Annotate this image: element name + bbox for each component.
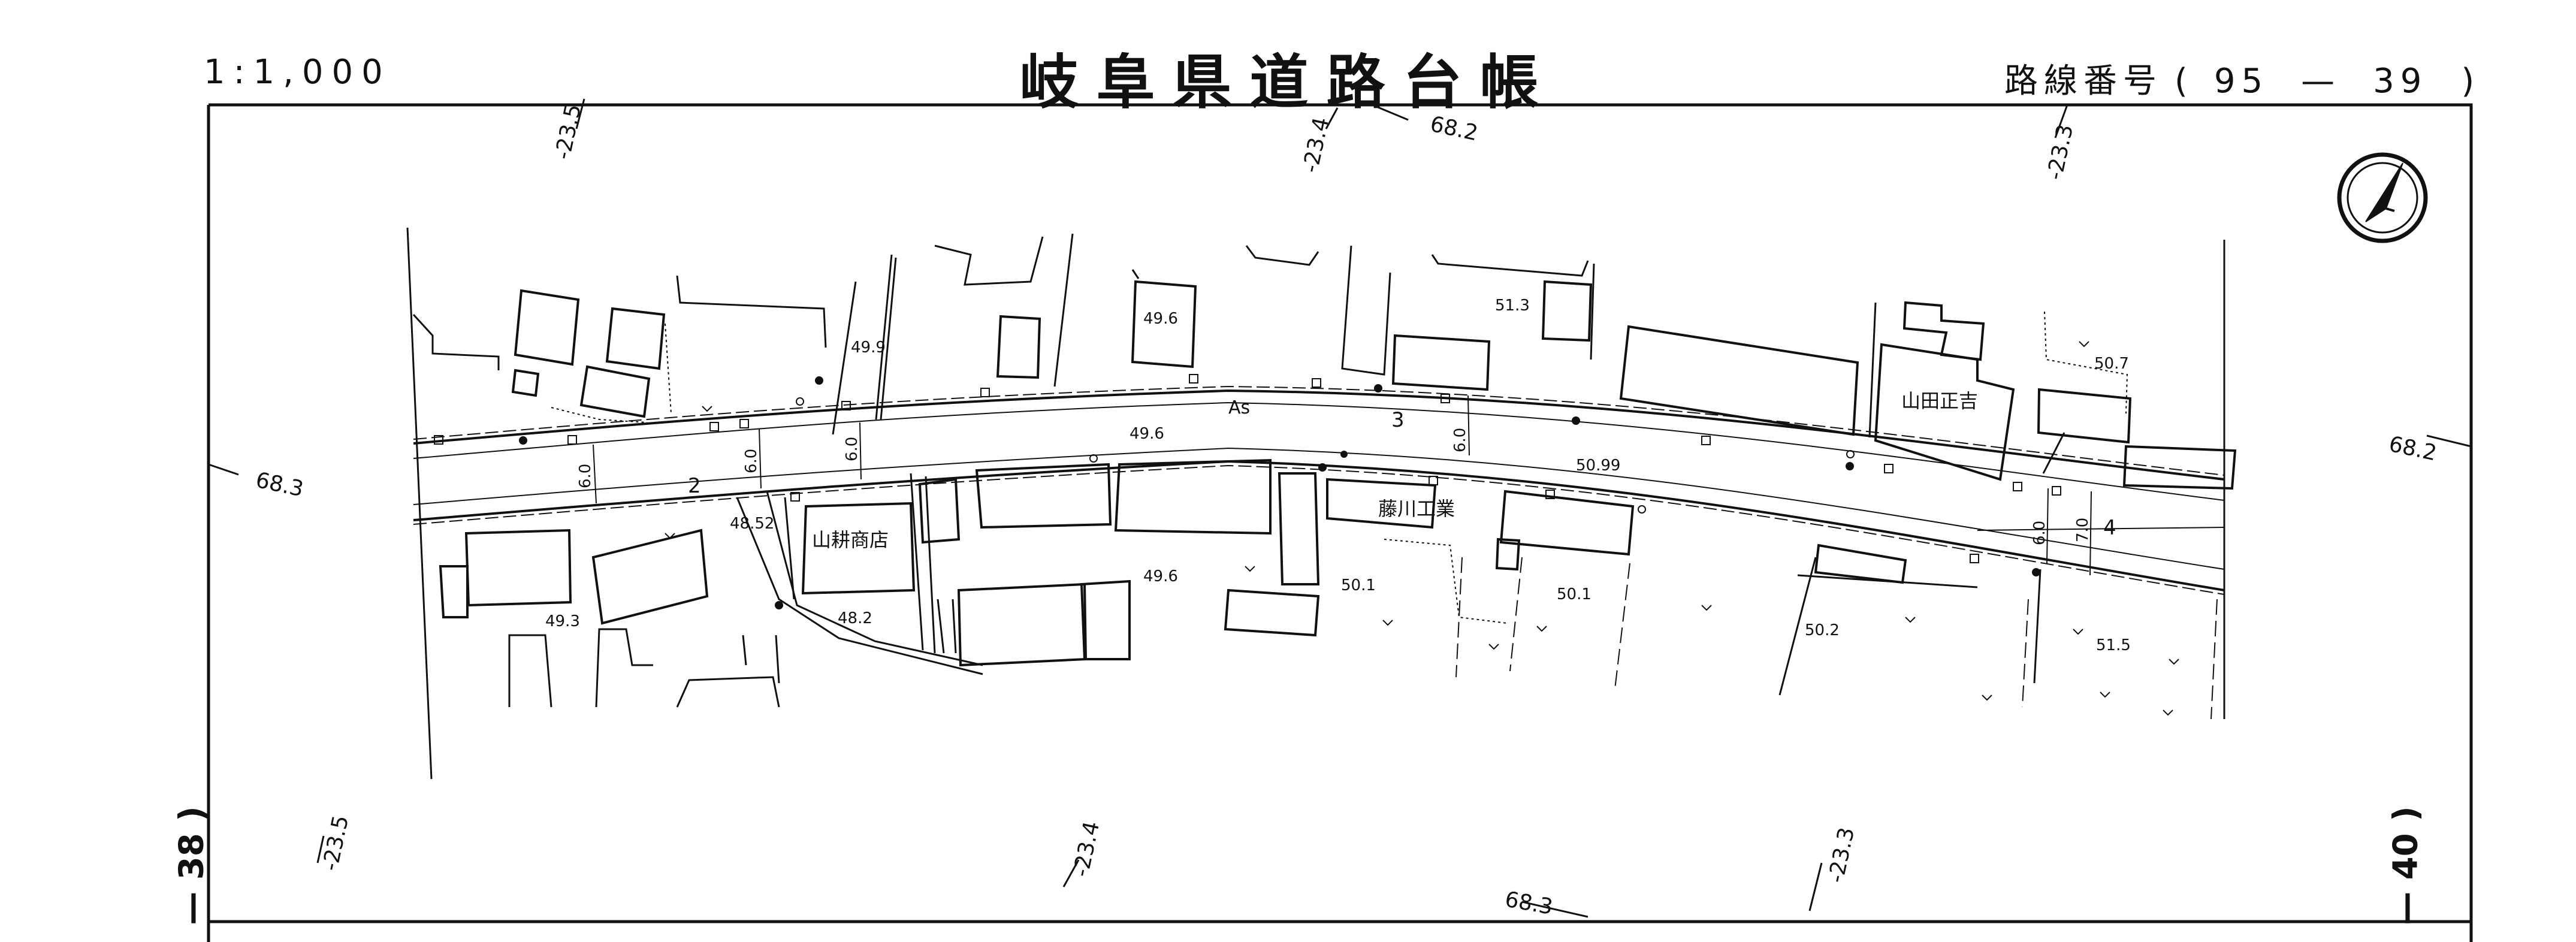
road-edge-north <box>413 389 2225 481</box>
buildings-north <box>511 280 2237 490</box>
building <box>1902 301 1985 361</box>
building <box>801 502 916 595</box>
width-label: 6.0 <box>576 464 594 488</box>
elevation-label: 49.9 <box>851 339 886 357</box>
elevation-label: 48.2 <box>838 609 872 627</box>
grid-label-top-y: 68.2 <box>1428 112 1480 146</box>
building-name-yamako: 山耕商店 <box>812 529 889 551</box>
elevation-label: 48.52 <box>730 515 774 533</box>
elevation-label: 51.5 <box>2096 636 2131 654</box>
elevation-label: 49.6 <box>1143 567 1178 585</box>
grid-label-bottom-y: 68.3 <box>1503 887 1554 919</box>
route-number: 路線番号 (95 — 39) <box>2004 54 2480 102</box>
grid-label-top-x2: -23.4 <box>1298 115 1334 175</box>
buildings-south <box>439 458 1907 667</box>
building <box>1495 538 1521 571</box>
width-label: 6.0 <box>1451 428 1469 452</box>
building <box>1224 588 1320 637</box>
building-name-fujikawa: 藤川工業 <box>1378 497 1455 520</box>
building <box>1541 280 1593 342</box>
building <box>2122 445 2237 490</box>
lot-dashed-south <box>1455 557 2218 720</box>
road-furniture <box>519 376 2040 609</box>
elevation-label: 50.1 <box>1341 576 1376 594</box>
elevation-label: 50.99 <box>1576 457 1620 475</box>
building <box>514 289 580 366</box>
width-label: 6.0 <box>742 449 760 473</box>
building <box>1619 325 1859 436</box>
building <box>579 365 651 418</box>
building <box>2037 388 2132 444</box>
building <box>439 565 469 618</box>
elevation-label: 49.6 <box>1130 425 1164 443</box>
route-close-paren: ) <box>2461 62 2481 101</box>
grid-label-left-y: 68.3 <box>253 468 306 502</box>
north-arrow-icon <box>2337 152 2428 243</box>
route-main-number: 95 <box>2213 62 2269 101</box>
grid-label-top-x1: -23.5 <box>551 102 586 162</box>
building <box>464 529 572 607</box>
building <box>605 307 666 370</box>
building <box>1080 579 1131 660</box>
elevation-label: 50.7 <box>2094 355 2129 373</box>
elevation-label: 49.3 <box>545 612 580 630</box>
grid-label-bottom-x3: -23.3 <box>1824 825 1859 885</box>
width-label: 6.0 <box>843 437 861 461</box>
building <box>511 369 540 397</box>
building <box>1131 280 1197 369</box>
section-label: 4 <box>2103 516 2116 540</box>
building <box>975 463 1112 529</box>
elevation-labels: 49.9 49.6 51.3 50.7 49.6 50.99 48.52 48.… <box>545 297 2131 654</box>
surface-type-label: As <box>1228 397 1250 418</box>
hedge-lines <box>551 311 2128 624</box>
building <box>1391 334 1491 391</box>
building <box>1326 478 1437 529</box>
width-label: 6.0 <box>2031 521 2049 545</box>
width-marks <box>593 395 2092 576</box>
width-labels: 6.0 6.0 6.0 6.0 6.0 7.0 <box>576 428 2092 545</box>
width-label: 7.0 <box>2074 518 2092 542</box>
map-scale: 1:1,000 <box>204 53 391 92</box>
road-carriageway <box>413 401 2225 501</box>
boundary-markers <box>434 374 2061 563</box>
ground-symbols <box>665 341 2179 716</box>
building <box>918 478 961 544</box>
building <box>1499 490 1635 556</box>
grid-label-bottom-x1: -23.5 <box>318 813 354 873</box>
elevation-label: 49.6 <box>1143 310 1178 328</box>
building <box>957 582 1088 667</box>
section-label: 3 <box>1391 408 1405 432</box>
route-separator: — <box>2301 62 2341 101</box>
building <box>591 529 709 625</box>
route-sub-number: 39 <box>2373 62 2428 101</box>
building <box>996 315 1041 379</box>
lot-lines-south <box>508 473 2042 708</box>
map-frame <box>207 103 2473 942</box>
lot-lines-north <box>412 233 2065 474</box>
route-open-paren: ( <box>2175 62 2194 101</box>
elevation-label: 51.3 <box>1495 297 1530 315</box>
route-number-label: 路線番号 <box>2004 62 2163 101</box>
grid-label-bottom-x2: -23.4 <box>1069 819 1104 879</box>
section-label: 2 <box>688 474 701 498</box>
building-name-yamada: 山田正吉 <box>1901 390 1978 412</box>
grid-label-top-x3: -23.3 <box>2043 122 2078 182</box>
elevation-label: 50.2 <box>1805 621 1840 639</box>
elevation-label: 50.1 <box>1557 585 1591 603</box>
building <box>1278 472 1320 585</box>
building <box>1114 458 1272 535</box>
grid-ticks <box>208 98 2472 918</box>
